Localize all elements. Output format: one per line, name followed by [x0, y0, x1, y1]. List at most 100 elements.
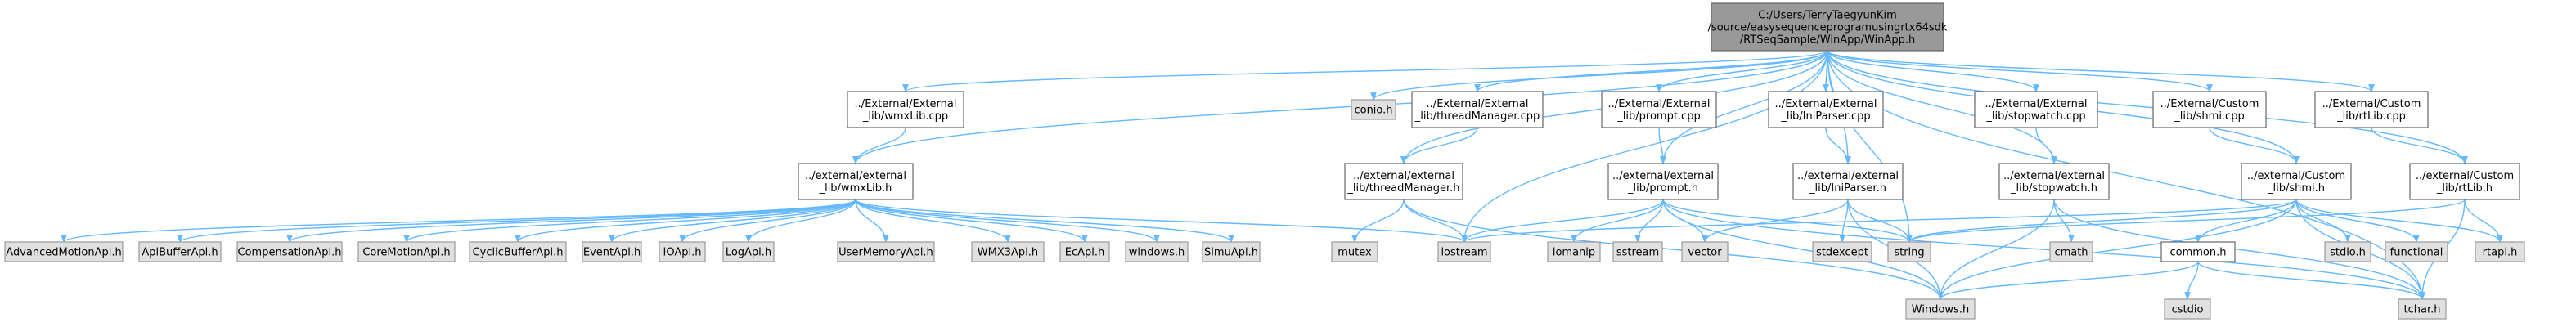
node-box-common_h — [2160, 241, 2236, 262]
node-wmx3api[interactable]: WMX3Api.h — [971, 241, 1045, 262]
node-label-cus_rt_cpp: ../External/Custom — [2322, 98, 2421, 110]
node-label-mutex: mutex — [1337, 247, 1372, 259]
node-box-apibuffer — [138, 241, 222, 262]
node-iomanip[interactable]: iomanip — [1547, 241, 1601, 262]
node-ioapi[interactable]: IOApi.h — [659, 241, 706, 262]
node-common_h[interactable]: common.h — [2160, 241, 2236, 262]
node-logapi[interactable]: LogApi.h — [722, 241, 775, 262]
node-shmi_h[interactable]: ../external/Custom_lib/shmi.h — [2241, 163, 2352, 200]
node-label-iomanip: iomanip — [1553, 247, 1595, 259]
edge-cus_rt_cpp-to-rt_h — [2371, 127, 2468, 164]
node-tchar[interactable]: tchar.h — [2398, 298, 2447, 320]
edge-ext_wmx_cpp-to-wmx_h — [852, 127, 906, 164]
node-box-functional — [2385, 241, 2448, 262]
node-wmx_h[interactable]: ../external/external_lib/wmxLib.h — [798, 163, 914, 200]
node-label-root: /source/easysequenceprogramusingrtx64sdk — [1708, 22, 1948, 34]
node-box-ext_stop_cpp — [1974, 91, 2098, 128]
node-label-windows_lc: windows.h — [1129, 247, 1185, 259]
node-ext_wmx_cpp[interactable]: ../External/External_lib/wmxLib.cpp — [847, 91, 964, 128]
node-label-ext_wmx_cpp: _lib/wmxLib.cpp — [862, 110, 948, 123]
node-iostream[interactable]: iostream — [1437, 241, 1491, 262]
node-simuapi[interactable]: SimuApi.h — [1202, 241, 1261, 262]
node-ecapi[interactable]: EcApi.h — [1059, 241, 1110, 262]
edge-cus_shmi_cpp-to-shmi_h — [2209, 127, 2300, 164]
node-cus_shmi_cpp[interactable]: ../External/Custom_lib/shmi.cpp — [2152, 91, 2267, 128]
node-vector[interactable]: vector — [1681, 241, 1729, 262]
edge-root-to-cus_shmi_cpp — [1827, 50, 2213, 92]
node-label-ini_h: ../external/external — [1797, 170, 1899, 182]
node-coremotion[interactable]: CoreMotionApi.h — [357, 241, 456, 262]
node-cus_rt_cpp[interactable]: ../External/Custom_lib/rtLib.cpp — [2314, 91, 2429, 128]
node-cstdio[interactable]: cstdio — [2164, 298, 2211, 320]
node-label-usermemory: UserMemoryApi.h — [838, 247, 933, 259]
node-box-root — [1711, 2, 1944, 52]
node-thread_h[interactable]: ../external/external_lib/threadManager.h — [1344, 163, 1463, 200]
node-rt_h[interactable]: ../external/Custom_lib/rtLib.h — [2409, 163, 2520, 200]
edge-shmi_h-to-string — [1906, 199, 2297, 243]
node-label-shmi_h: ../external/Custom — [2247, 170, 2345, 182]
edge-thread_h-to-iostream — [1403, 199, 1468, 243]
node-box-stdio — [2324, 241, 2371, 262]
node-box-sstream — [1612, 241, 1663, 262]
edge-root-to-ext_prompt_cpp — [1656, 50, 1828, 92]
node-label-iostream: iostream — [1441, 247, 1487, 259]
node-stdexcept[interactable]: stdexcept — [1812, 241, 1872, 262]
node-box-cus_shmi_cpp — [2152, 91, 2267, 128]
node-stop_h[interactable]: ../external/external_lib/stopwatch.h — [1998, 163, 2110, 200]
node-mutex[interactable]: mutex — [1331, 241, 1378, 262]
node-box-advmotion — [4, 241, 124, 262]
node-sstream[interactable]: sstream — [1612, 241, 1663, 262]
nodes-layer: C:/Users/TerryTaegyunKim/source/easysequ… — [4, 2, 2525, 320]
edge-ext_prompt_cpp-to-prompt_h — [1658, 127, 1666, 164]
node-box-simuapi — [1202, 241, 1261, 262]
node-eventapi[interactable]: EventApi.h — [582, 241, 642, 262]
node-usermemory[interactable]: UserMemoryApi.h — [837, 241, 935, 262]
edge-wmx_h-to-usermemory — [855, 199, 889, 243]
node-box-ecapi — [1059, 241, 1110, 262]
edge-ini_h-to-vector — [1702, 199, 1849, 243]
node-label-stop_h: ../external/external — [2003, 170, 2105, 182]
node-label-shmi_h: _lib/shmi.h — [2267, 182, 2325, 195]
edge-shmi_h-to-iostream — [1461, 199, 2297, 243]
edge-root-to-ext_thread_cpp — [1474, 50, 1828, 92]
node-conio[interactable]: conio.h — [1351, 99, 1396, 120]
node-prompt_h[interactable]: ../external/external_lib/prompt.h — [1607, 163, 1719, 200]
node-ext_prompt_cpp[interactable]: ../External/External_lib/prompt.cpp — [1601, 91, 1717, 128]
edge-rt_h-to-rtapi — [2464, 199, 2503, 243]
node-label-compensation: CompensationApi.h — [238, 247, 342, 259]
edge-thread_h-to-mutex — [1351, 199, 1405, 243]
node-windows_h[interactable]: Windows.h — [1905, 298, 1976, 320]
node-ini_h[interactable]: ../external/external_lib/IniParser.h — [1792, 163, 1904, 200]
edge-wmx_h-to-iostream — [855, 199, 1468, 243]
node-ext_ini_cpp[interactable]: ../External/External_lib/IniParser.cpp — [1768, 91, 1884, 128]
node-box-conio — [1351, 99, 1396, 120]
node-advmotion[interactable]: AdvancedMotionApi.h — [4, 241, 124, 262]
node-label-prompt_h: _lib/prompt.h — [1627, 182, 1698, 195]
node-cyclicbuffer[interactable]: CyclicBufferApi.h — [469, 241, 567, 262]
node-stdio[interactable]: stdio.h — [2324, 241, 2371, 262]
node-functional[interactable]: functional — [2385, 241, 2448, 262]
edge-prompt_h-to-string — [1662, 199, 1913, 243]
node-windows_lc[interactable]: windows.h — [1125, 241, 1189, 262]
node-box-prompt_h — [1607, 163, 1719, 200]
edge-wmx_h-to-ioapi — [679, 199, 856, 243]
node-cmath[interactable]: cmath — [2049, 241, 2093, 262]
node-apibuffer[interactable]: ApiBufferApi.h — [138, 241, 222, 262]
edge-root-to-cus_rt_cpp — [1827, 50, 2375, 92]
node-label-stdio: stdio.h — [2330, 247, 2366, 259]
node-box-ext_ini_cpp — [1768, 91, 1884, 128]
node-string[interactable]: string — [1887, 241, 1931, 262]
node-ext_thread_cpp[interactable]: ../External/External_lib/threadManager.c… — [1411, 91, 1544, 128]
node-label-simuapi: SimuApi.h — [1204, 247, 1258, 259]
node-label-cmath: cmath — [2054, 247, 2088, 259]
node-box-logapi — [722, 241, 775, 262]
edge-wmx_h-to-compensation — [286, 199, 856, 243]
edge-ext_thread_cpp-to-thread_h — [1400, 127, 1478, 164]
node-rtapi[interactable]: rtapi.h — [2475, 241, 2525, 262]
node-label-root: /RTSeqSample/WinApp/WinApp.h — [1740, 34, 1915, 47]
node-ext_stop_cpp[interactable]: ../External/External_lib/stopwatch.cpp — [1974, 91, 2098, 128]
node-compensation[interactable]: CompensationApi.h — [236, 241, 343, 262]
node-root[interactable]: C:/Users/TerryTaegyunKim/source/easysequ… — [1708, 2, 1948, 52]
node-label-common_h: common.h — [2170, 247, 2227, 259]
edge-root-to-wmx_h — [852, 50, 1828, 164]
